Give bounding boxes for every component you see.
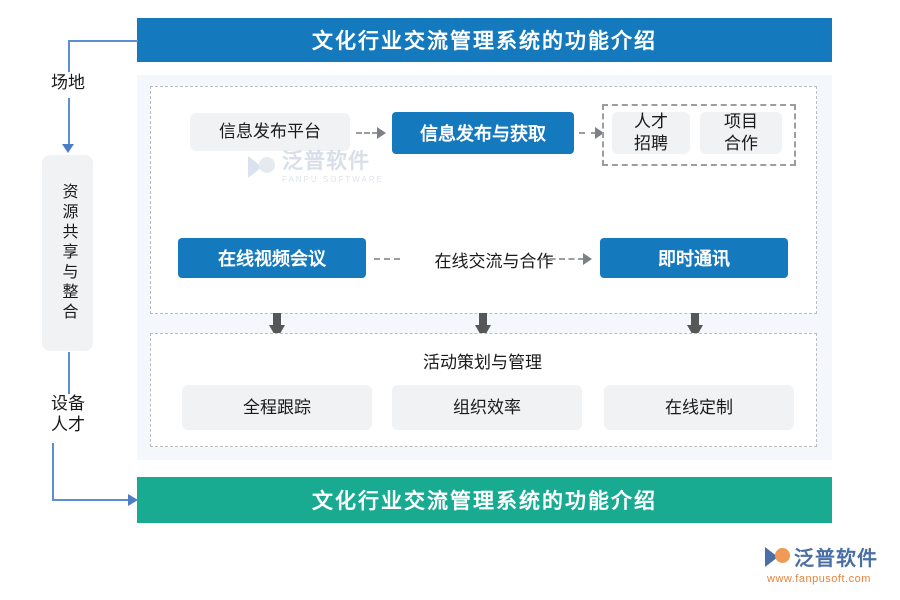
label-activity-planning: 活动策划与管理 — [423, 353, 542, 372]
arrow-head-icon — [583, 253, 592, 265]
arrow-down-icon — [62, 144, 74, 153]
sidebar-label-venue: 场地 — [51, 73, 85, 92]
brand-name: 泛普软件 — [794, 548, 878, 570]
label-online-collaboration: 在线交流与合作 — [434, 251, 554, 271]
node-online-video-meeting[interactable]: 在线视频会议 — [178, 238, 366, 278]
connector-header-left — [68, 40, 138, 42]
sidebar-resource-box: 资源共享与整合 — [42, 155, 93, 351]
dash-connector-2 — [579, 132, 597, 134]
node-full-process-tracking[interactable]: 全程跟踪 — [182, 385, 372, 430]
brand-logo-icon — [765, 544, 791, 570]
dash-connector-3 — [374, 258, 400, 260]
footer-title: 文化行业交流管理系统的功能介绍 — [312, 489, 657, 513]
node-info-publish-platform[interactable]: 信息发布平台 — [190, 113, 350, 151]
node-talent-recruitment[interactable]: 人才 招聘 — [612, 112, 690, 154]
node-info-publish-acquire[interactable]: 信息发布与获取 — [392, 112, 574, 154]
node-project-cooperation[interactable]: 项目 合作 — [700, 112, 782, 154]
connector-footer-down — [52, 443, 54, 501]
connector-venue-to-resource — [68, 98, 70, 146]
footer-banner: 文化行业交流管理系统的功能介绍 — [137, 477, 832, 523]
header-title: 文化行业交流管理系统的功能介绍 — [312, 29, 657, 53]
arrow-head-icon — [377, 127, 386, 139]
sidebar-label-equipment: 设备 人才 — [51, 394, 85, 434]
node-organization-efficiency[interactable]: 组织效率 — [392, 385, 582, 430]
connector-footer-right — [52, 499, 132, 501]
arrow-head-icon — [595, 127, 604, 139]
arrow-right-icon — [128, 494, 138, 506]
node-instant-messaging[interactable]: 即时通讯 — [600, 238, 788, 278]
dash-connector-4 — [540, 258, 584, 260]
dash-connector-1 — [356, 132, 378, 134]
sidebar-resource-label: 资源共享与整合 — [59, 183, 77, 323]
group-outcomes-container — [602, 104, 796, 166]
brand-url: www.fanpusoft.com — [767, 573, 871, 585]
header-banner: 文化行业交流管理系统的功能介绍 — [137, 18, 832, 62]
connector-header-down — [68, 40, 70, 72]
connector-resource-to-equipment — [68, 352, 70, 394]
node-online-customization[interactable]: 在线定制 — [604, 385, 794, 430]
brand-logo: 泛普软件 www.fanpusoft.com — [765, 542, 893, 590]
